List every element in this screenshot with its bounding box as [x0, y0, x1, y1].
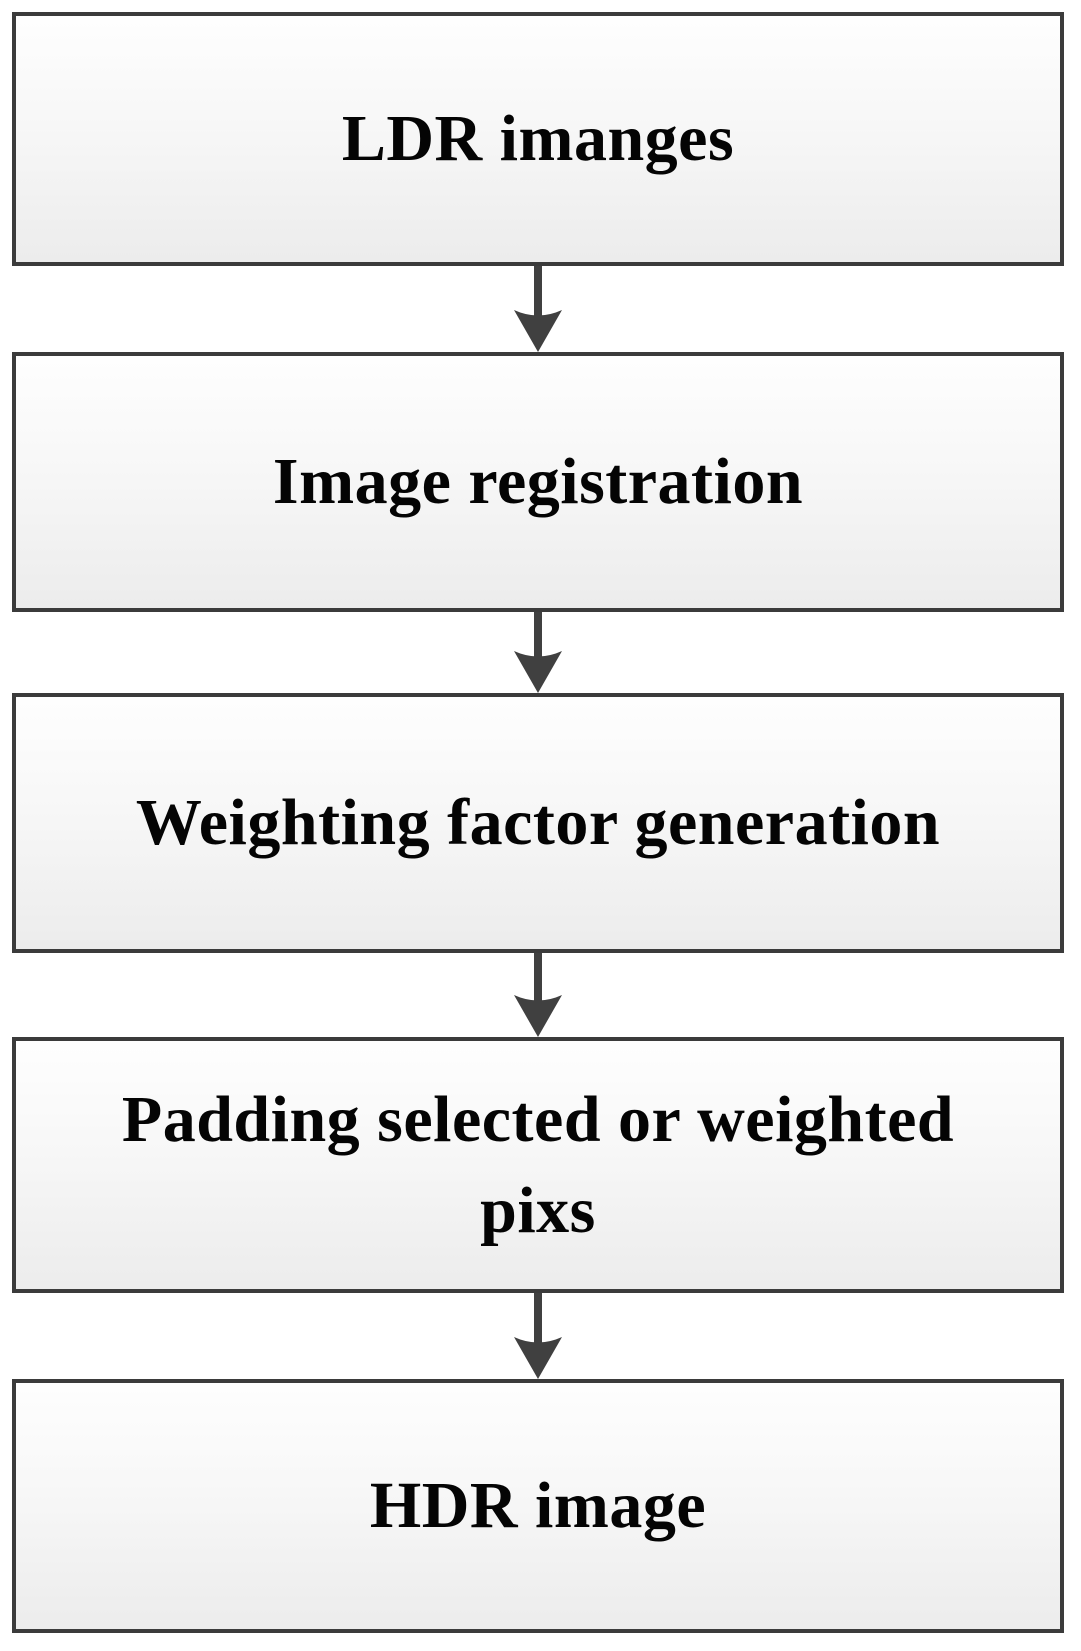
flow-node-label: LDR imanges: [341, 102, 735, 176]
flow-node-label: Padding selected or weighted pixs: [121, 1082, 955, 1247]
down-arrow-icon: [514, 953, 562, 1037]
flow-node-image-registration: Image registration: [12, 352, 1073, 621]
down-arrow-icon: [514, 1293, 562, 1379]
flow-node-label: HDR image: [369, 1469, 707, 1543]
flow-node-weighting-factor: Weighting factor generation: [12, 693, 1073, 962]
flow-node-hdr-image: HDR image: [12, 1379, 1073, 1642]
down-arrow-icon: [514, 266, 562, 352]
flow-node-ldr-images: LDR imanges: [12, 12, 1073, 275]
down-arrow-icon: [514, 612, 562, 693]
flow-node-label: Image registration: [272, 445, 804, 519]
flow-node-padding-pixels: Padding selected or weighted pixs: [12, 1037, 1073, 1302]
flow-node-label: Weighting factor generation: [135, 786, 941, 860]
